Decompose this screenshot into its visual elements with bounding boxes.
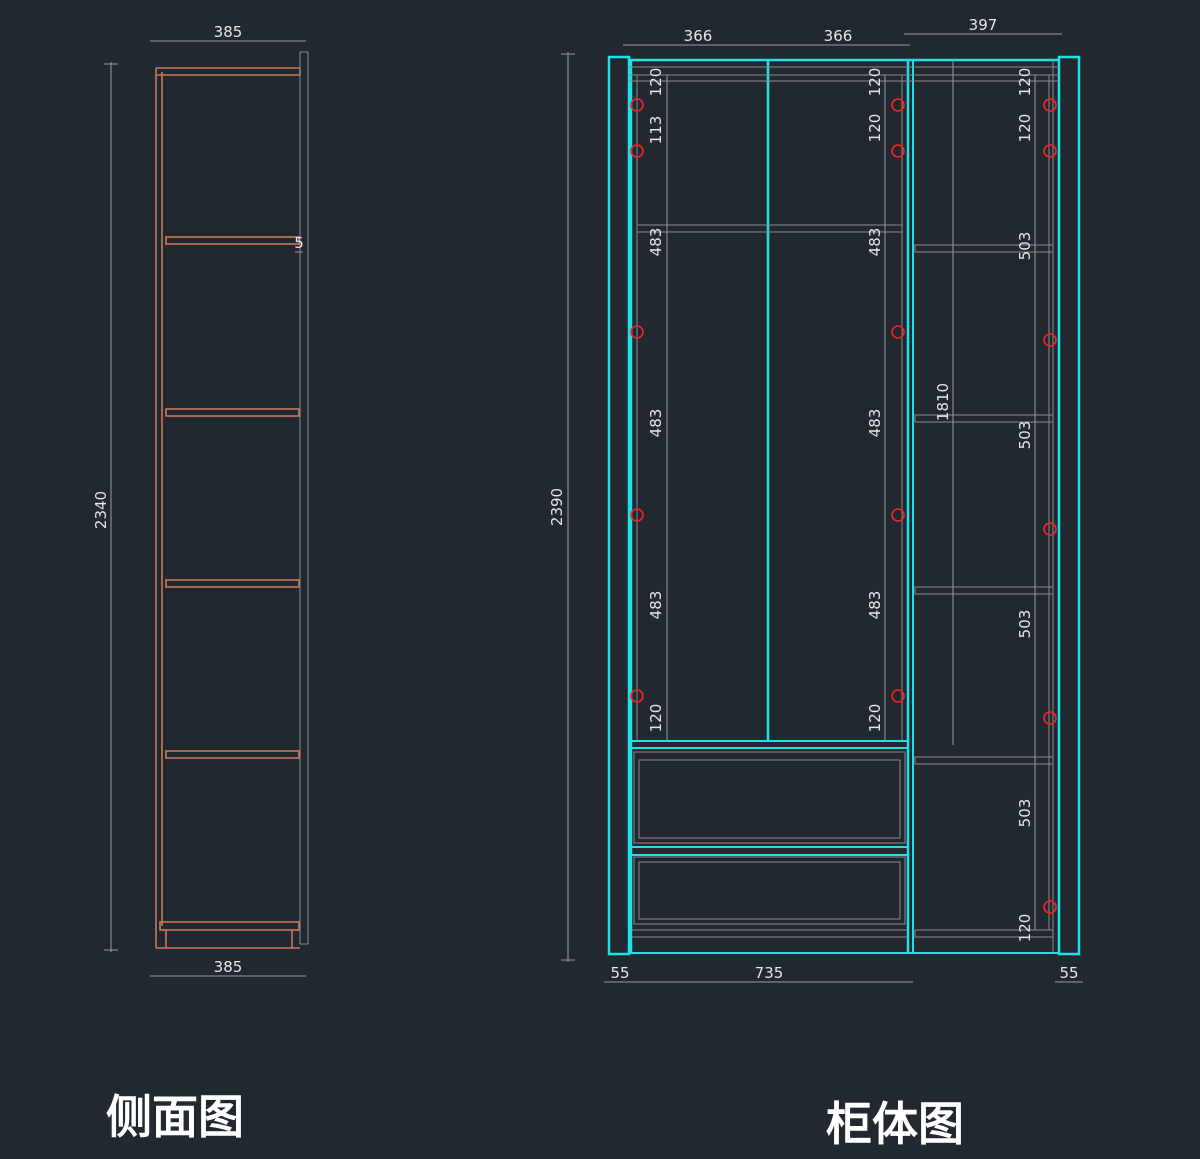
cabinet-frame <box>629 58 1059 954</box>
right-col-dim: 120 <box>1016 114 1034 143</box>
shelf-pin-holes <box>630 98 1057 914</box>
pin-hole <box>1043 98 1057 112</box>
left-col-dim: 120 <box>647 704 665 733</box>
side-dim-bottom-width: 385 <box>214 958 243 976</box>
right-col-dim: 503 <box>1016 799 1034 828</box>
pin-hole <box>630 325 644 339</box>
side-dim-top-width: 385 <box>214 23 243 41</box>
left-col-dim: 120 <box>647 68 665 97</box>
shelf-pin-guides <box>636 60 1050 930</box>
pin-hole <box>630 508 644 522</box>
pin-hole <box>1043 333 1057 347</box>
dim-top-mid: 366 <box>824 27 853 45</box>
side-dimension-lines <box>104 40 306 977</box>
pin-hole <box>891 144 905 158</box>
dim-bottom-left: 55 <box>610 964 629 982</box>
mid-col-dim: 120 <box>866 114 884 143</box>
pin-hole <box>891 98 905 112</box>
mid-col-dim: 120 <box>866 704 884 733</box>
pin-hole <box>891 689 905 703</box>
dim-bottom-right: 55 <box>1059 964 1078 982</box>
left-col-dim: 483 <box>647 228 665 257</box>
cabinet-view-title: 柜体图 <box>826 1097 964 1151</box>
dim-bottom-mid: 735 <box>755 964 784 982</box>
pin-hole <box>630 689 644 703</box>
dim-rod-height: 1810 <box>934 383 952 421</box>
cabinet-view: 366 366 397 2390 55 735 55 1810 120 113 … <box>548 16 1083 1151</box>
left-col-dim: 483 <box>647 591 665 620</box>
cabinet-side-panels <box>607 55 1081 956</box>
pin-hole <box>630 98 644 112</box>
mid-col-dim: 120 <box>866 68 884 97</box>
side-dim-height: 2340 <box>92 491 110 529</box>
pin-hole <box>1043 711 1057 725</box>
right-col-dim: 120 <box>1016 68 1034 97</box>
dim-overall-height: 2390 <box>548 488 566 526</box>
pin-hole <box>1043 522 1057 536</box>
side-view: 385 385 2340 5 侧面图 <box>92 23 309 1144</box>
side-dim-offset: 5 <box>294 234 304 252</box>
pin-hole <box>891 325 905 339</box>
side-panel-outline <box>155 51 309 948</box>
mid-col-dim: 483 <box>866 228 884 257</box>
left-col-dim: 113 <box>647 116 665 145</box>
hanging-rail <box>637 224 903 233</box>
drawer-section <box>630 740 909 938</box>
pin-hole <box>1043 144 1057 158</box>
side-view-title: 侧面图 <box>106 1090 244 1144</box>
left-col-dim: 483 <box>647 409 665 438</box>
side-shelves <box>159 236 300 931</box>
dim-top-right: 397 <box>969 16 998 34</box>
mid-col-dim: 483 <box>866 591 884 620</box>
right-col-dim: 503 <box>1016 610 1034 639</box>
pin-hole <box>891 508 905 522</box>
dim-top-left: 366 <box>684 27 713 45</box>
pin-hole <box>1043 900 1057 914</box>
right-col-dim: 503 <box>1016 421 1034 450</box>
right-col-dim: 120 <box>1016 914 1034 943</box>
pin-hole <box>630 144 644 158</box>
side-plinth <box>156 930 300 949</box>
cabinet-dimension-lines <box>561 33 1083 983</box>
mid-col-dim: 483 <box>866 409 884 438</box>
right-col-dim: 503 <box>1016 232 1034 261</box>
right-shelves <box>914 60 1054 953</box>
